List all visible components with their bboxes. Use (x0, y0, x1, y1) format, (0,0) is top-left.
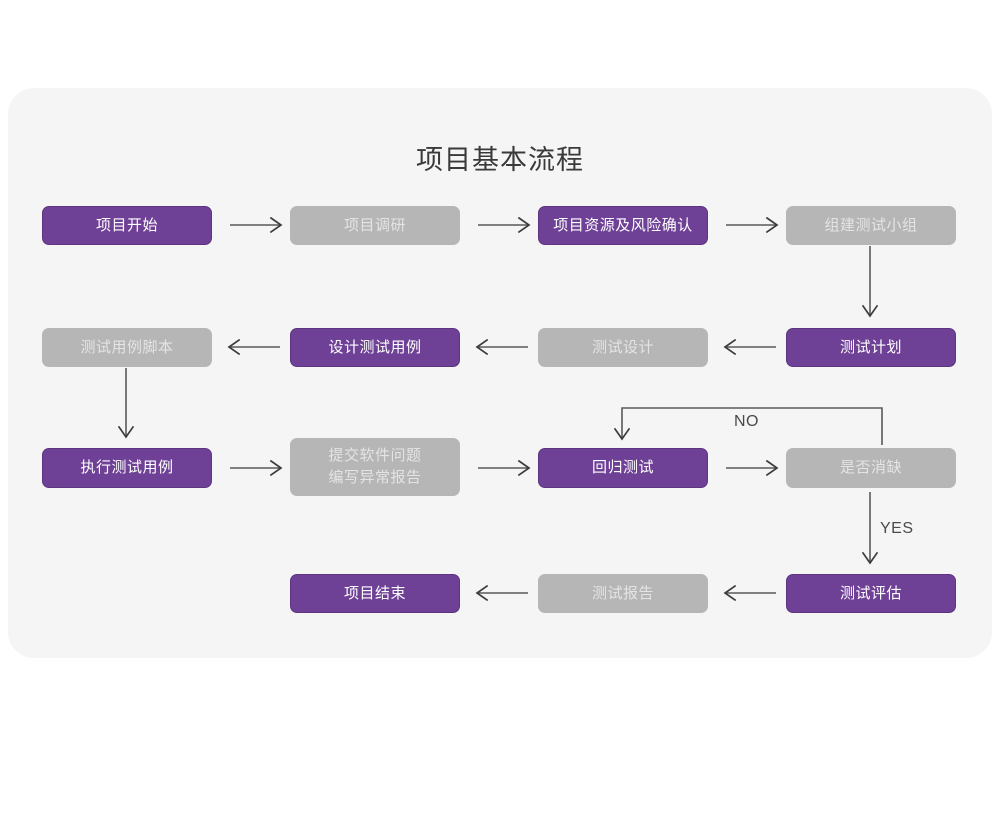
edge-n2-n3 (478, 216, 531, 234)
node-test-evaluation[interactable]: 测试评估 (786, 574, 956, 613)
edge-n8-n9 (117, 368, 135, 439)
edge-n5-n6 (723, 338, 776, 356)
edge-n7-n8 (227, 338, 280, 356)
edge-n13-n14 (723, 584, 776, 602)
node-project-end[interactable]: 项目结束 (290, 574, 460, 613)
node-defect-cleared-decision[interactable]: 是否消缺 (786, 448, 956, 488)
node-test-report[interactable]: 测试报告 (538, 574, 708, 613)
node-test-case-script[interactable]: 测试用例脚本 (42, 328, 212, 367)
node-test-plan[interactable]: 测试计划 (786, 328, 956, 367)
node-submit-issue-report[interactable]: 提交软件问题 编写异常报告 (290, 438, 460, 496)
node-test-design[interactable]: 测试设计 (538, 328, 708, 367)
edge-n12-n13-yes (861, 492, 879, 565)
edge-label-yes: YES (880, 520, 914, 537)
edge-n4-n5 (861, 246, 879, 318)
flowchart-card: 项目基本流程 (8, 88, 992, 658)
node-regression-test[interactable]: 回归测试 (538, 448, 708, 488)
edge-n3-n4 (726, 216, 779, 234)
page-title: 项目基本流程 (416, 145, 584, 175)
edge-n10-n11 (478, 459, 531, 477)
edge-n6-n7 (475, 338, 528, 356)
node-build-test-team[interactable]: 组建测试小组 (786, 206, 956, 245)
flowchart-canvas: 项目基本流程 (8, 88, 992, 658)
node-design-test-cases[interactable]: 设计测试用例 (290, 328, 460, 367)
node-project-start[interactable]: 项目开始 (42, 206, 212, 245)
node-execute-test-cases[interactable]: 执行测试用例 (42, 448, 212, 488)
edge-n9-n10 (230, 459, 283, 477)
node-project-research[interactable]: 项目调研 (290, 206, 460, 245)
edge-label-no: NO (734, 413, 759, 430)
edge-n1-n2 (230, 216, 283, 234)
edge-n11-n12 (726, 459, 779, 477)
node-resource-risk-confirm[interactable]: 项目资源及风险确认 (538, 206, 708, 245)
edge-n14-n15 (475, 584, 528, 602)
